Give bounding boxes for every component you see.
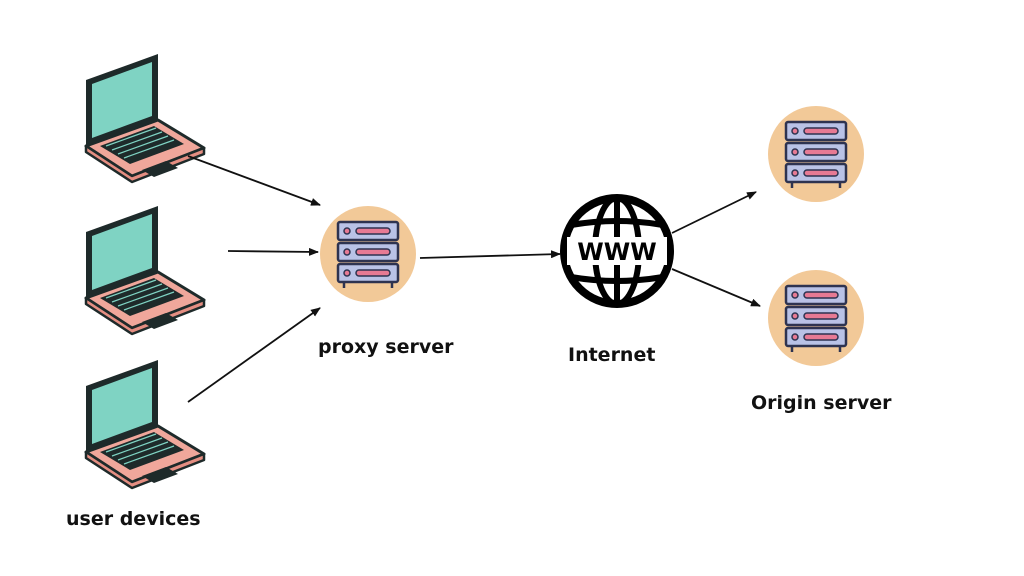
- www-label: WWW: [577, 238, 656, 266]
- server-icon: [766, 268, 866, 368]
- globe-www-icon: WWW: [560, 194, 674, 308]
- arrow-internet-to-origin1: [671, 191, 757, 234]
- laptop-icon: [84, 204, 206, 336]
- user-devices-label: user devices: [66, 508, 201, 530]
- server-icon: [766, 104, 866, 204]
- arrow-laptop2-to-proxy: [227, 247, 319, 256]
- arrow-proxy-to-internet: [419, 250, 561, 259]
- laptop-icon: [84, 358, 206, 490]
- laptop-icon: [84, 52, 206, 184]
- proxy-server-label: proxy server: [318, 336, 454, 358]
- arrow-laptop3-to-proxy: [187, 307, 321, 403]
- arrow-laptop1-to-proxy: [187, 155, 321, 206]
- origin-server-label: Origin server: [751, 392, 892, 414]
- server-icon: [318, 204, 418, 304]
- internet-label: Internet: [568, 344, 656, 366]
- arrow-internet-to-origin2: [671, 268, 761, 307]
